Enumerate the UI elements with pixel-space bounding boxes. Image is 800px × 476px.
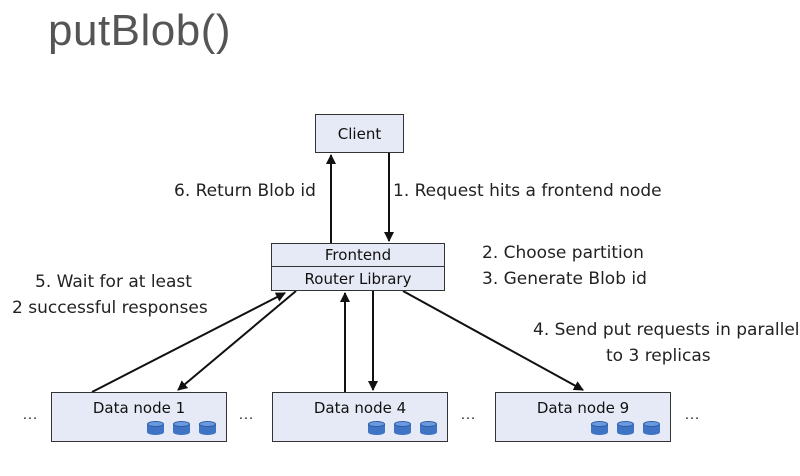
- step-2-label: 2. Choose partition: [482, 243, 644, 263]
- client-box: Client: [315, 114, 404, 153]
- frontend-label: Frontend: [272, 244, 444, 267]
- arrow-put-node1: [177, 290, 297, 391]
- arrow-put-node9: [402, 290, 584, 391]
- disk-group: [368, 421, 437, 435]
- disk-icon: [643, 421, 660, 435]
- step-5-label-line1: 5. Wait for at least: [35, 272, 192, 292]
- arrow-response-node1: [91, 292, 286, 393]
- step-6-label: 6. Return Blob id: [174, 181, 316, 201]
- ellipsis-right: …: [684, 406, 700, 423]
- data-node-9-box: Data node 9: [495, 392, 671, 442]
- disk-group: [147, 421, 216, 435]
- disk-icon: [394, 421, 411, 435]
- step-4-label-line1: 4. Send put requests in parallel: [533, 320, 800, 340]
- step-4-label-line2: to 3 replicas: [606, 346, 711, 366]
- disk-group: [591, 421, 660, 435]
- step-1-label: 1. Request hits a frontend node: [393, 181, 662, 201]
- step-3-label: 3. Generate Blob id: [482, 269, 647, 289]
- ellipsis-mid-left: …: [238, 406, 254, 423]
- frontend-box: Frontend Router Library: [271, 243, 445, 291]
- data-node-4-box: Data node 4: [272, 392, 448, 442]
- disk-icon: [173, 421, 190, 435]
- data-node-label: Data node 4: [313, 399, 407, 417]
- disk-icon: [617, 421, 634, 435]
- ellipsis-left: …: [22, 406, 38, 423]
- disk-icon: [147, 421, 164, 435]
- step-5-label-line2: 2 successful responses: [12, 298, 208, 318]
- router-library-label: Router Library: [304, 269, 412, 288]
- disk-icon: [420, 421, 437, 435]
- ellipsis-mid-right: …: [460, 406, 476, 423]
- data-node-label: Data node 1: [92, 399, 186, 417]
- client-label: Client: [337, 124, 382, 143]
- page-title: putBlob(): [48, 6, 232, 55]
- disk-icon: [368, 421, 385, 435]
- data-node-1-box: Data node 1: [51, 392, 227, 442]
- data-node-label: Data node 9: [536, 399, 630, 417]
- disk-icon: [591, 421, 608, 435]
- disk-icon: [199, 421, 216, 435]
